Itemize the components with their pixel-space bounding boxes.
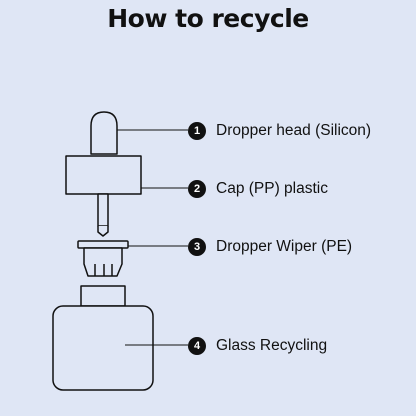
dropper-wiper-body xyxy=(83,247,123,277)
step-number-badge: 1 xyxy=(188,122,206,140)
page-title: How to recycle xyxy=(107,4,309,33)
bottle-neck-part xyxy=(80,285,126,307)
step-number-badge: 2 xyxy=(188,180,206,198)
dropper-head-part xyxy=(90,111,118,155)
step-label: Dropper Wiper (PE) xyxy=(216,238,353,255)
step-cap: 2 Cap (PP) plastic xyxy=(188,179,328,199)
step-glass-recycling: 4 Glass Recycling xyxy=(188,336,327,356)
dropper-tip-part xyxy=(97,226,109,237)
dropper-wiper-rim xyxy=(77,240,129,249)
cap-part xyxy=(65,155,142,195)
dropper-tube-part xyxy=(97,193,109,227)
step-dropper-wiper: 3 Dropper Wiper (PE) xyxy=(188,237,352,257)
step-label: Glass Recycling xyxy=(216,337,328,354)
step-number-badge: 4 xyxy=(188,337,206,355)
glass-bottle-part xyxy=(52,305,154,391)
step-label: Dropper head (Silicon) xyxy=(216,122,372,139)
dropper-wiper-slots xyxy=(94,264,113,276)
step-dropper-head: 1 Dropper head (Silicon) xyxy=(188,121,371,141)
step-label: Cap (PP) plastic xyxy=(216,180,328,197)
step-number-badge: 3 xyxy=(188,238,206,256)
